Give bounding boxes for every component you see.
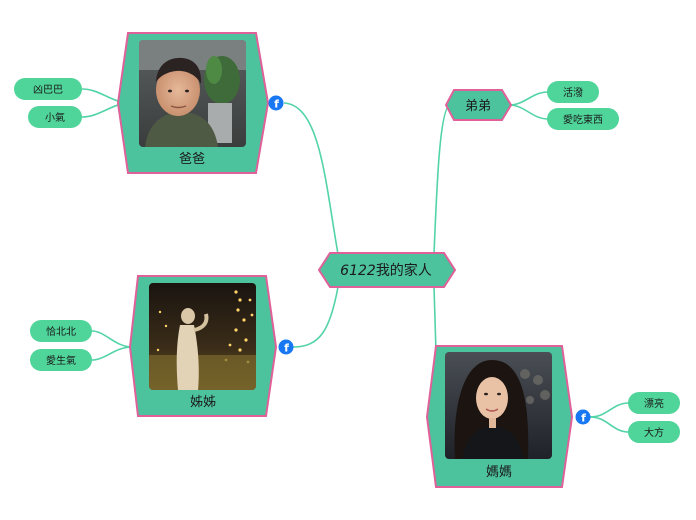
connector-mom-tag2 (589, 416, 630, 433)
node-sister-label: 姊姊 (190, 395, 216, 410)
tag-brother-2[interactable]: 愛吃東西 (547, 108, 619, 130)
tag-brother-1[interactable]: 活潑 (547, 81, 599, 103)
svg-text:f: f (274, 98, 279, 111)
tag-mom-2[interactable]: 大方 (628, 421, 680, 443)
man-portrait-photo (139, 40, 246, 147)
connector-sister-tag1 (91, 330, 133, 348)
connector-center-mom (433, 286, 437, 353)
tag-dad-1-label: 凶巴巴 (33, 84, 63, 96)
connector-brother-tag1 (508, 91, 549, 106)
connector-center-brother (433, 104, 451, 255)
woman-portrait-photo (445, 352, 552, 459)
connector-center-sister (292, 286, 339, 348)
svg-text:f: f (284, 342, 289, 355)
tag-dad-2[interactable]: 小氣 (28, 106, 82, 128)
tag-sister-2[interactable]: 愛生氣 (30, 349, 92, 371)
connector-center-dad (283, 102, 339, 255)
center-number: 6122 (340, 263, 376, 279)
node-brother[interactable]: 弟弟 (444, 89, 513, 121)
tag-dad-1[interactable]: 凶巴巴 (14, 78, 82, 100)
tag-sister-2-label: 愛生氣 (46, 354, 76, 367)
tag-dad-2-label: 小氣 (45, 111, 65, 124)
tag-mom-1-label: 漂亮 (644, 397, 664, 410)
connector-brother-tag2 (508, 104, 549, 120)
connector-sister-tag2 (91, 346, 133, 361)
facebook-icon[interactable]: f (575, 409, 591, 425)
tag-brother-1-label: 活潑 (563, 87, 583, 99)
svg-text:6122我的家人: 6122我的家人 (340, 262, 432, 279)
node-brother-label: 弟弟 (465, 99, 491, 114)
tag-sister-1[interactable]: 恰北北 (30, 320, 92, 342)
node-dad-label: 爸爸 (179, 152, 205, 167)
center-label: 我的家人 (376, 262, 432, 279)
night-statue-photo (149, 283, 256, 390)
node-sister[interactable]: 姊姊 (128, 275, 278, 417)
tag-sister-1-label: 恰北北 (46, 325, 76, 338)
node-mom-label: 媽媽 (486, 465, 512, 480)
connector-mom-tag1 (589, 402, 630, 418)
svg-text:f: f (581, 412, 586, 425)
tag-brother-2-label: 愛吃東西 (563, 113, 603, 126)
node-dad[interactable]: 爸爸 (116, 32, 270, 174)
facebook-icon[interactable]: f (278, 339, 294, 355)
center-node[interactable]: 6122我的家人 (317, 252, 457, 288)
facebook-icon[interactable]: f (268, 95, 284, 111)
node-mom[interactable]: 媽媽 (425, 345, 574, 488)
tag-mom-2-label: 大方 (644, 426, 664, 439)
tag-mom-1[interactable]: 漂亮 (628, 392, 680, 414)
